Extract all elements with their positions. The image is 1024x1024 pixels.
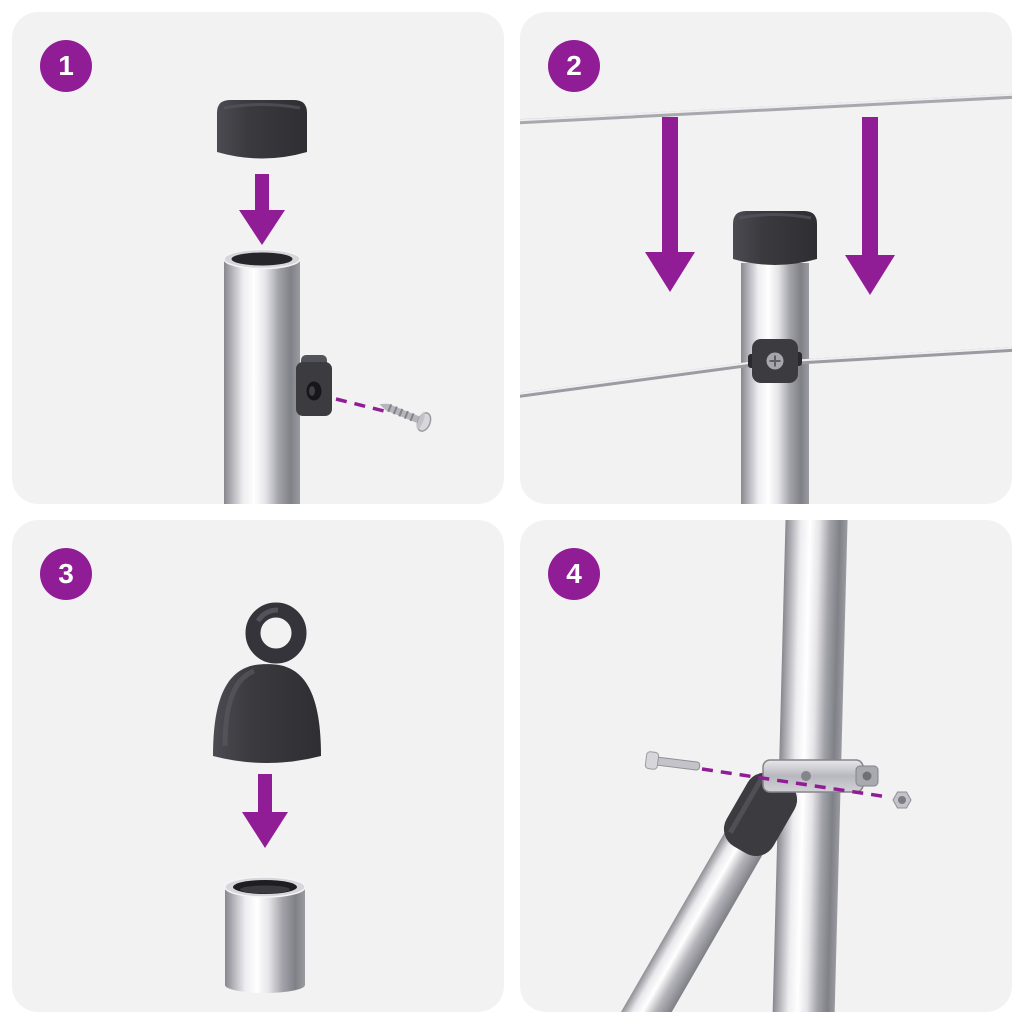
step-1-panel: 1 [12, 12, 504, 504]
post-cap [217, 100, 307, 159]
screw-bracket [296, 355, 332, 416]
down-arrow-icon [242, 774, 288, 848]
down-arrow-left-icon [645, 117, 695, 292]
step-2-badge: 2 [548, 40, 600, 92]
wire-clip [748, 339, 802, 383]
step-1-illustration [217, 100, 432, 504]
metal-pole [223, 248, 301, 504]
brace-clamp [762, 759, 879, 793]
diagonal-brace [594, 772, 798, 1012]
step-3-illustration [213, 602, 321, 993]
capped-post [733, 211, 817, 504]
step-1-badge: 1 [40, 40, 92, 92]
step-4-illustration [594, 520, 912, 1012]
middle-tension-wire [520, 346, 1012, 398]
step-4-badge: 4 [548, 548, 600, 600]
nut [892, 791, 912, 809]
down-arrow-right-icon [845, 117, 895, 295]
step-2-panel: 2 [520, 12, 1012, 504]
bolt [644, 751, 701, 771]
step-3-panel: 3 [12, 520, 504, 1012]
dashed-guide-line [701, 767, 889, 799]
eyelet-cap [213, 602, 321, 763]
open-metal-tube [224, 876, 306, 993]
dashed-guide-line [335, 397, 385, 413]
step-4-panel: 4 [520, 520, 1012, 1012]
top-tension-wire [520, 93, 1012, 125]
down-arrow-icon [239, 174, 285, 245]
screw [379, 403, 432, 432]
step-3-badge: 3 [40, 548, 92, 600]
step-2-illustration [520, 93, 1012, 504]
